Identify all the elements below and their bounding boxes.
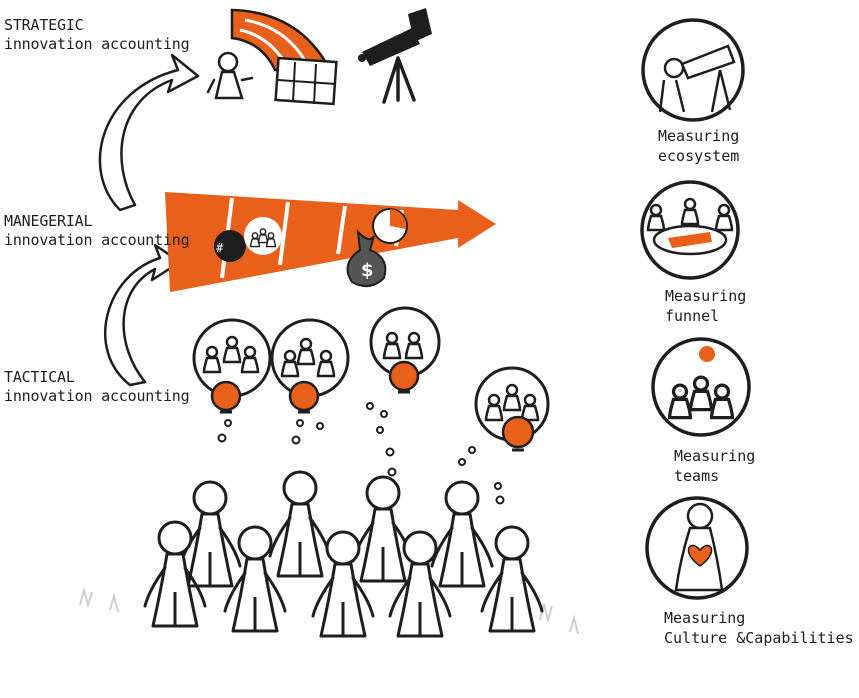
tactical-label: TACTICAL innovation accounting (4, 368, 190, 406)
measure-funnel-icon (640, 180, 740, 280)
measure-teams-icon (651, 337, 751, 437)
money-bag-icon (346, 229, 387, 288)
crowd (143, 470, 544, 638)
telescope-icon (358, 8, 432, 104)
strategic-subtitle: innovation accounting (4, 35, 190, 53)
measure-culture-icon (645, 496, 749, 600)
team-bubble-4 (474, 366, 550, 452)
team-bubble-1 (192, 318, 272, 414)
caption-ecosystem: Measuring ecosystem (658, 127, 740, 165)
managerial-subtitle: innovation accounting (4, 231, 190, 249)
stopwatch-icon (390, 209, 407, 229)
dollar-symbol: $ (361, 260, 374, 281)
tactical-title: TACTICAL (4, 368, 75, 386)
team-bubble-2 (270, 318, 350, 414)
strategic-title: STRATEGIC (4, 16, 84, 34)
heart-icon (687, 544, 713, 567)
strategic-illustration (206, 8, 338, 106)
thought-dots (217, 402, 505, 505)
hash-symbol: # (216, 241, 224, 255)
caption-funnel: Measuring funnel (665, 287, 747, 325)
grass (79, 586, 579, 635)
idea-bulb-icon (214, 230, 246, 262)
strategic-label: STRATEGIC innovation accounting (4, 16, 190, 54)
strategic-arrow (98, 53, 200, 212)
team-bubble-3 (369, 306, 441, 394)
funnel-arrow (165, 192, 496, 292)
tactical-subtitle: innovation accounting (4, 387, 190, 405)
caption-teams: Measuring teams (674, 447, 756, 485)
caption-culture: Measuring Culture &Capabilities (664, 609, 854, 647)
managerial-label: MANEGERIAL innovation accounting (4, 212, 190, 250)
managerial-title: MANEGERIAL (4, 212, 93, 230)
measure-ecosystem-icon (641, 18, 745, 122)
